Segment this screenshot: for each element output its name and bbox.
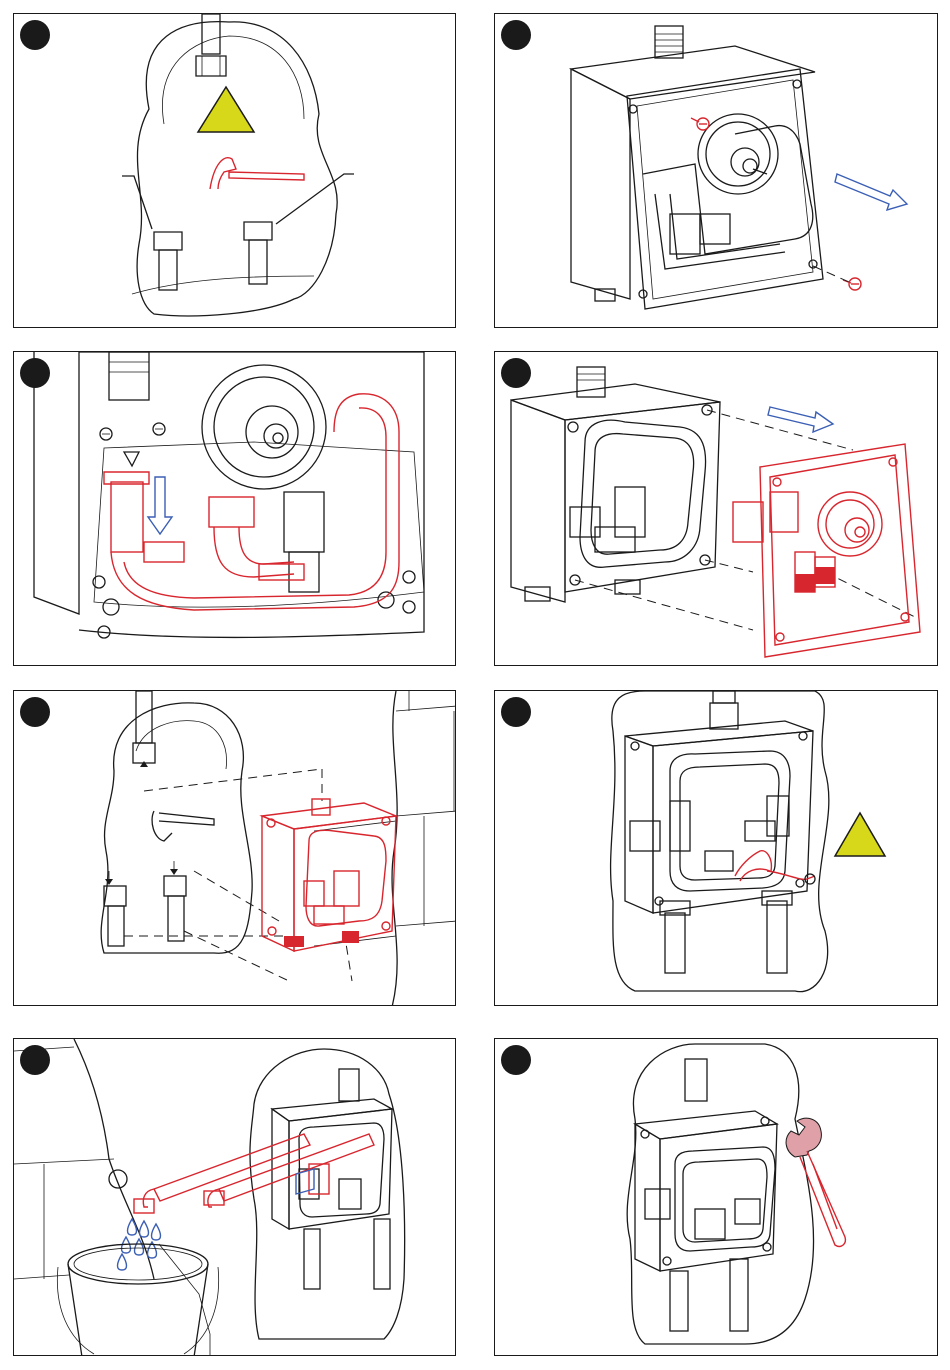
wrench-icon	[786, 1118, 845, 1246]
panel-5-illustration	[14, 691, 456, 1006]
panel-6-illustration	[495, 691, 938, 1006]
faceplate	[733, 444, 920, 657]
panel-8-illustration	[495, 1039, 938, 1356]
bucket	[57, 1244, 218, 1356]
panel-step-7	[13, 1038, 456, 1356]
panel-step-3	[13, 351, 456, 666]
panel-step-4	[494, 351, 938, 666]
panel-step-1	[13, 13, 456, 328]
inlet-left	[122, 176, 182, 290]
panel-1-illustration	[14, 14, 456, 328]
screw-icon	[691, 118, 861, 290]
arrow-icon	[768, 407, 833, 432]
panel-step-6	[494, 690, 938, 1006]
wall-cutout	[627, 1044, 813, 1344]
warning-triangle-icon	[198, 87, 254, 132]
installed-box	[635, 1059, 777, 1331]
wall-cutout	[137, 22, 337, 316]
warning-triangle-icon	[835, 813, 885, 856]
panel-3-illustration	[14, 352, 456, 666]
installed-box	[625, 691, 813, 973]
wall-cutout	[611, 691, 829, 992]
panel-step-8	[494, 1038, 938, 1356]
hex-key-icon	[210, 158, 304, 189]
box-insert	[262, 799, 396, 951]
inlet-right	[244, 174, 354, 284]
panel-step-5	[13, 690, 456, 1006]
panel-2-illustration	[495, 14, 938, 328]
arrow-icon	[835, 174, 907, 210]
arrow-icon	[148, 477, 172, 534]
panel-7-illustration	[14, 1039, 456, 1356]
panel-step-2	[494, 13, 938, 328]
valve-closeup	[34, 352, 424, 638]
hose	[104, 394, 399, 610]
panel-4-illustration	[495, 352, 938, 666]
box-body	[511, 367, 720, 602]
installed-box	[272, 1069, 392, 1289]
control-box	[571, 26, 823, 309]
